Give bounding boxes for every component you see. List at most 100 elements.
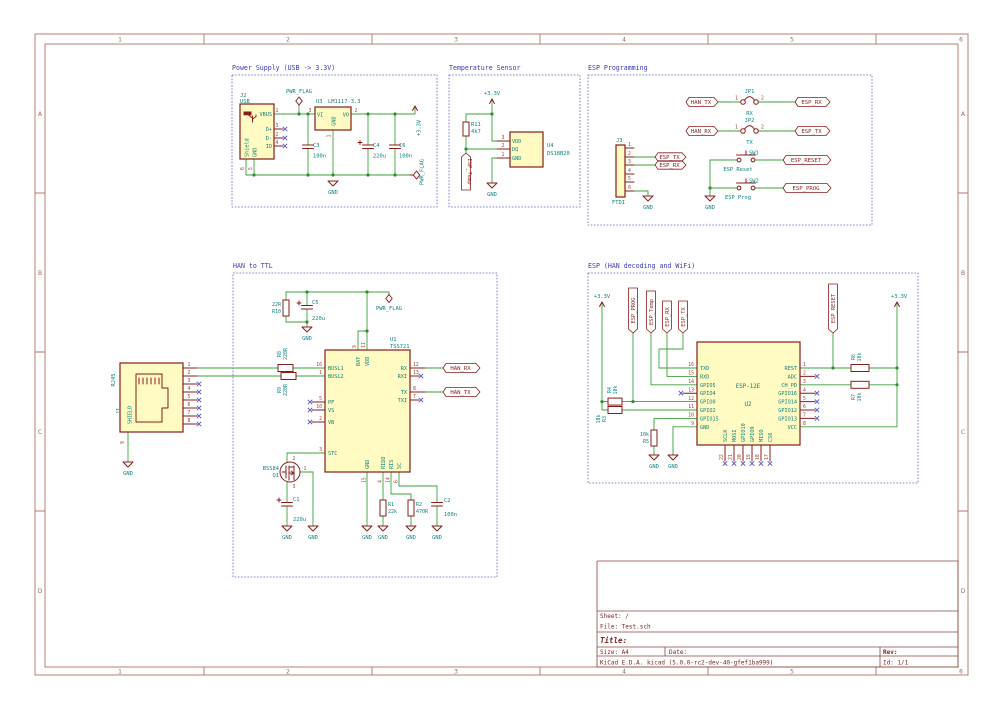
global-label-han-rx-2[interactable]: HAN_RX: [442, 363, 481, 373]
wire[interactable]: [491, 98, 511, 142]
global-label-esp-temp[interactable]: ESP_Temp: [461, 152, 473, 191]
u1-ref: U1: [390, 337, 397, 343]
global-label-esp-reset[interactable]: ESP_RESET: [782, 155, 832, 165]
pwr-flag-2[interactable]: PWR_FLAG: [409, 159, 426, 185]
gnd-icon: [307, 525, 319, 532]
wire[interactable]: [653, 417, 698, 431]
res-ref: R6: [851, 354, 857, 360]
u1-pin-name: BUSL1: [328, 366, 344, 372]
u2-pin-name: GPIO9: [750, 426, 756, 442]
power-v33[interactable]: +3.3V: [412, 105, 423, 136]
gnd-power-symbol[interactable]: GND: [307, 525, 319, 541]
j2-value: USB: [240, 99, 250, 105]
j1-body: [119, 362, 184, 433]
global-label-esp-tx[interactable]: ESP_TX: [794, 126, 831, 136]
gnd-power-symbol[interactable]: GND: [704, 195, 716, 211]
wire[interactable]: [296, 471, 314, 527]
esp-tx-label-text: ESP_TX: [659, 155, 680, 161]
global-label-esp-tx-2[interactable]: ESP_TX: [654, 152, 687, 162]
jumper-pin-number: 2: [761, 125, 764, 131]
ic-u2-esp12e[interactable]: ESP-12EU2TXD16RXD15GPIO514GPIO413GPIO012…: [678, 341, 820, 467]
global-label-han-tx[interactable]: HAN_TX: [685, 97, 719, 107]
wire[interactable]: [390, 471, 412, 501]
wire[interactable]: [624, 190, 649, 197]
gnd-power-symbol[interactable]: GND: [361, 525, 373, 541]
global-label-esp-prog-2[interactable]: ESP_PROG: [628, 287, 638, 334]
capacitor-plates: [431, 502, 443, 507]
wire[interactable]: [285, 315, 308, 323]
jumper-pin-number: 1: [735, 96, 738, 102]
ic-u1-tss721[interactable]: U1TSS721BUSL116BUSL21PF5VS10VB2STC3RX12R…: [307, 337, 426, 483]
global-label-esp-reset-2[interactable]: ESP_RESET: [828, 283, 838, 334]
gnd-power-symbol[interactable]: GND: [642, 195, 654, 211]
global-label-esp-temp-2[interactable]: ESP_Temp: [646, 290, 656, 334]
j2-pin-name: ID: [266, 144, 272, 150]
gnd-power-symbol[interactable]: GND: [405, 525, 417, 541]
wire[interactable]: [491, 157, 511, 184]
global-label-esp-tx-3[interactable]: ESP_TX: [678, 300, 688, 334]
gnd-power-symbol[interactable]: GND: [377, 525, 389, 541]
pwr-flag-1[interactable]: PWR_FLAG: [286, 89, 312, 106]
wire[interactable]: [666, 332, 698, 377]
temp-v33[interactable]: +3.3V: [484, 91, 501, 104]
global-label-esp-rx-2[interactable]: ESP_RX: [654, 160, 687, 170]
global-label-esp-rx[interactable]: ESP_RX: [794, 97, 831, 107]
gnd-power-symbol[interactable]: GND: [122, 461, 134, 477]
esp-v33-left[interactable]: +3.3V: [594, 294, 611, 307]
junction-dot: [306, 112, 310, 116]
global-label-han-rx[interactable]: HAN_RX: [685, 126, 719, 136]
gnd-power-symbol[interactable]: GND: [486, 182, 498, 198]
junction-dot: [305, 290, 309, 294]
global-label-esp-prog[interactable]: ESP_PROG: [782, 183, 832, 193]
gnd-power-symbol[interactable]: GND: [648, 454, 660, 470]
global-label-han-tx-2[interactable]: HAN_TX: [442, 387, 481, 397]
j2-pin-name: VBUS: [260, 112, 273, 118]
wire[interactable]: [465, 113, 493, 123]
gnd-power-symbol[interactable]: GND: [431, 525, 443, 541]
u1-pin-name: GND: [365, 460, 371, 469]
prog-wires: [624, 101, 796, 197]
esp-v33-right[interactable]: +3.3V: [891, 294, 908, 307]
junction-dot: [393, 173, 397, 177]
global-label-esp-rx-3[interactable]: ESP_RX: [662, 300, 672, 334]
res-value: 470R: [416, 509, 429, 515]
gnd-power-symbol[interactable]: GND: [327, 180, 339, 196]
pwr-flag-3[interactable]: PWR_FLAG: [376, 294, 402, 313]
u2-pin-number: 13: [688, 387, 694, 393]
wire[interactable]: [650, 332, 698, 386]
gnd-power-symbol[interactable]: GND: [667, 454, 679, 470]
wire[interactable]: [658, 332, 698, 369]
wire[interactable]: [398, 471, 438, 503]
gnd-power-symbol[interactable]: GND: [281, 525, 293, 541]
gnd-power-symbol[interactable]: GND: [301, 326, 313, 342]
wire[interactable]: [672, 426, 698, 456]
